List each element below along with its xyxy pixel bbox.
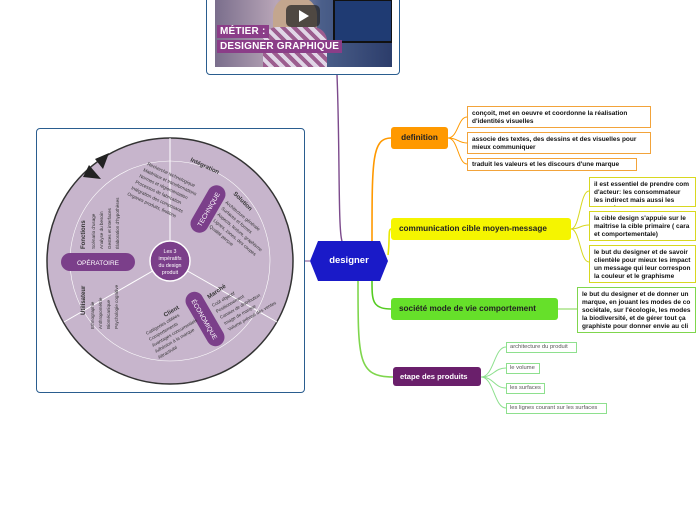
arrow-icon bbox=[95, 153, 109, 169]
center-line-1: Les 3 bbox=[164, 249, 177, 255]
etape-item[interactable]: architecture du produit bbox=[506, 342, 577, 353]
video-thumbnail[interactable]: MÉTIER : DESIGNER GRAPHIQUE bbox=[215, 0, 392, 67]
utilisateur-item: Psychologie cognitive bbox=[114, 284, 119, 329]
video-label-line1: MÉTIER : bbox=[217, 25, 269, 38]
video-label-line2: DESIGNER GRAPHIQUE bbox=[217, 40, 343, 53]
utilisateur-item: Biomécanique bbox=[106, 299, 111, 329]
societe-item[interactable]: le but du designer et de donner un marqu… bbox=[577, 287, 696, 333]
center-line-4: produit bbox=[162, 270, 179, 276]
definition-item[interactable]: associe des textes, des dessins et des v… bbox=[467, 132, 651, 154]
branch-etape[interactable]: etape des produits bbox=[393, 367, 481, 386]
definition-item[interactable]: traduit les valeurs et les discours d'un… bbox=[467, 158, 637, 171]
communication-item[interactable]: le but du designer et de savoir clientèl… bbox=[589, 245, 696, 283]
arrow-icon bbox=[83, 165, 101, 179]
connector-definition bbox=[371, 137, 392, 242]
fonctions-item: Gestes et interfaces bbox=[107, 207, 112, 249]
center-line-2: impératifs bbox=[159, 256, 182, 262]
connector-etape bbox=[357, 280, 394, 378]
heading-utilisateur: Utilisateur bbox=[81, 285, 87, 315]
play-icon[interactable] bbox=[286, 5, 320, 27]
fonctions-item: Élaboration d'hypothèses bbox=[114, 197, 120, 249]
design-imperatives-diagram: Les 3 impératifs du design produit TECHN… bbox=[46, 137, 294, 385]
definition-item[interactable]: conçoit, met en oeuvre et coordonne la r… bbox=[467, 106, 651, 128]
branch-societe[interactable]: société mode de vie comportement bbox=[391, 298, 558, 320]
center-line-3: du design bbox=[159, 263, 182, 269]
image-card[interactable]: Les 3 impératifs du design produit TECHN… bbox=[36, 128, 305, 393]
central-node-shape bbox=[310, 241, 388, 281]
utilisateur-item: Anthropométrie bbox=[98, 297, 103, 329]
communication-item[interactable]: la cible design s'appuie sur le maîtrise… bbox=[589, 211, 696, 241]
etape-item[interactable]: le volume bbox=[506, 363, 540, 374]
connector-communication bbox=[387, 228, 392, 256]
branch-definition[interactable]: definition bbox=[391, 127, 448, 149]
communication-item[interactable]: il est essentiel de prendre com d'acteur… bbox=[589, 177, 696, 207]
connector-societe bbox=[371, 280, 392, 310]
video-card[interactable]: MÉTIER : DESIGNER GRAPHIQUE bbox=[206, 0, 400, 75]
monitor-graphic bbox=[333, 0, 392, 43]
central-node[interactable]: designer bbox=[310, 241, 388, 281]
fonctions-item: Analyse du besoin bbox=[99, 211, 104, 249]
etape-item[interactable]: les lignes courant sur les surfaces bbox=[506, 403, 607, 414]
etape-item[interactable]: les surfaces bbox=[506, 383, 545, 394]
sector-operatoire: OPÉRATOIRE bbox=[77, 258, 120, 267]
central-node-label: designer bbox=[329, 255, 369, 266]
fonctions-item: Scénario d'usage bbox=[91, 213, 96, 249]
heading-fonctions: Fonctions bbox=[81, 220, 87, 249]
connector-video-to-central bbox=[336, 74, 343, 242]
branch-communication[interactable]: communication cible moyen-message bbox=[391, 218, 571, 240]
utilisateur-item: Ethnographie bbox=[90, 301, 95, 329]
